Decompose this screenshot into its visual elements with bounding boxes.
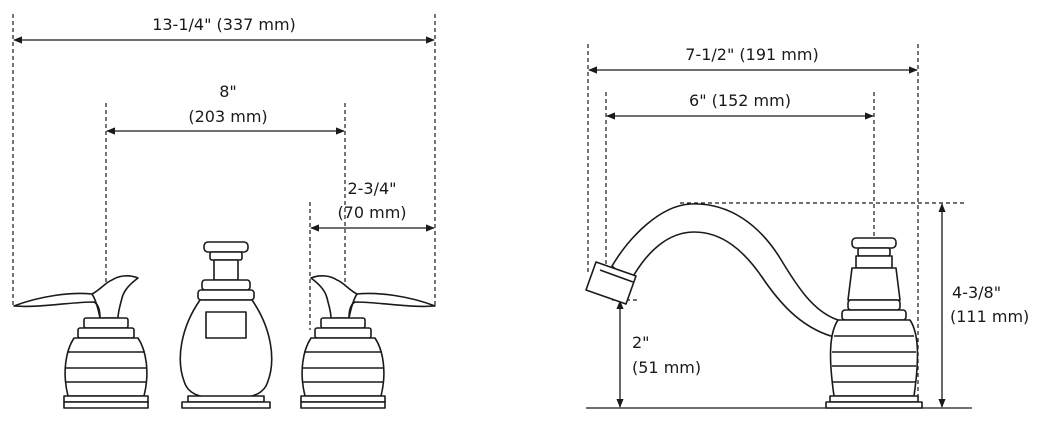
- left-lever: [13, 275, 139, 319]
- spout-side: [585, 203, 853, 339]
- overall-height-mm-label: (111 mm): [950, 307, 1029, 326]
- spout-reach-label: 7-1/2" (191 mm): [685, 45, 818, 64]
- front-view: 13-1/4" (337 mm) 8" (203 mm) 2-3/4" (70 …: [12, 14, 436, 409]
- spout-to-center-label: 6" (152 mm): [689, 91, 791, 110]
- right-lever: [310, 275, 436, 319]
- right-valve-body: [301, 337, 385, 397]
- overall-width-label: 13-1/4" (337 mm): [152, 15, 296, 34]
- handle-spread-inch-label: 2-3/4": [347, 179, 396, 198]
- spout-gooseneck: [611, 203, 853, 339]
- valve-side-body: [829, 319, 919, 397]
- valve-side: [825, 237, 923, 409]
- side-view: 7-1/2" (191 mm) 6" (152 mm) 2" (51 mm) 4…: [585, 44, 1029, 409]
- overall-height-inch-label: 4-3/8": [952, 283, 1001, 302]
- spout-height-inch-label: 2": [632, 333, 650, 352]
- left-valve-body: [64, 337, 148, 397]
- center-spacing-inch-label: 8": [219, 82, 237, 101]
- handle-spread-mm-label: (70 mm): [337, 203, 406, 222]
- center-spacing-mm-label: (203 mm): [188, 107, 267, 126]
- center-spout-front: [179, 241, 273, 409]
- spout-height-mm-label: (51 mm): [632, 358, 701, 377]
- right-handle-valve: [300, 275, 436, 409]
- left-handle-valve: [13, 275, 149, 409]
- spout-aerator: [585, 261, 637, 305]
